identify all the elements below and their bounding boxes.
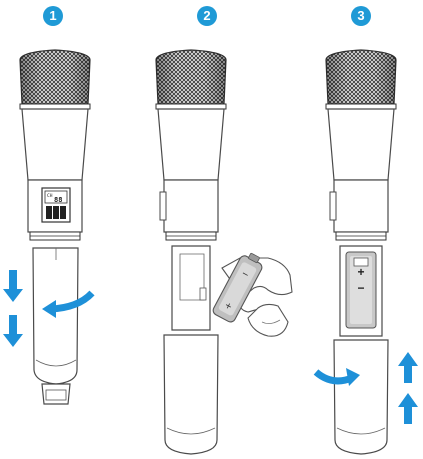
microphone-step-2 bbox=[155, 49, 227, 455]
display-ch-label: CH bbox=[47, 193, 53, 199]
mic-2-sleeve bbox=[163, 334, 219, 455]
battery-inserted-minus: − bbox=[357, 281, 364, 295]
up-arrow-icon-2 bbox=[398, 393, 418, 424]
down-arrow-icon bbox=[3, 270, 23, 302]
step-2-badge: 2 bbox=[197, 6, 217, 26]
battery-icon: − + bbox=[212, 252, 263, 323]
battery-plus-label: + bbox=[222, 300, 233, 314]
rotate-arrow-icon bbox=[42, 290, 95, 318]
mic-1-body bbox=[21, 108, 89, 181]
mic-3-sleeve bbox=[333, 339, 389, 455]
mic-2-body bbox=[157, 108, 225, 181]
mic-2-battery-compartment bbox=[171, 245, 211, 331]
rotate-arrow-icon-step-3 bbox=[313, 368, 360, 386]
display-value: 88 bbox=[54, 196, 62, 204]
mic-3-body bbox=[327, 108, 395, 181]
microphone-step-1: CH 88 bbox=[19, 49, 91, 405]
battery-inserted-plus: + bbox=[357, 265, 364, 279]
microphone-step-3: + − bbox=[325, 49, 397, 455]
step-1-badge: 1 bbox=[43, 6, 63, 26]
up-arrow-icon bbox=[398, 352, 418, 383]
step-3-badge: 3 bbox=[351, 6, 371, 26]
down-arrow-icon-2 bbox=[3, 315, 23, 347]
battery-minus-label: − bbox=[239, 268, 250, 282]
